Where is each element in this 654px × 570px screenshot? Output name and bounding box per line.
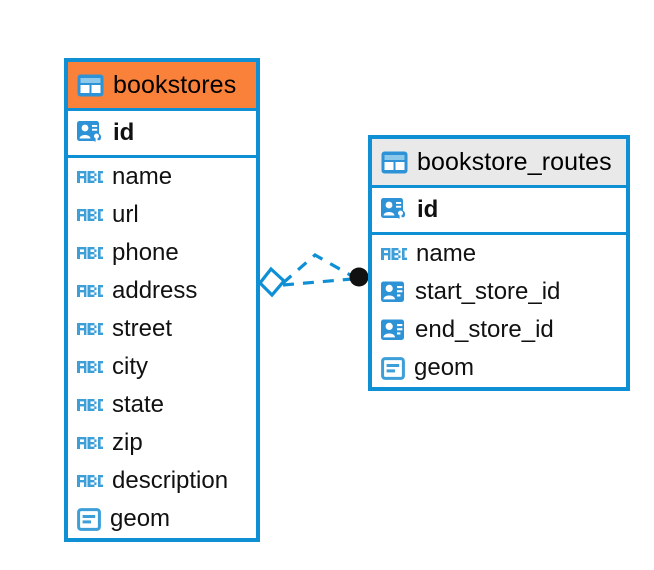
field-row-state[interactable]: state (68, 386, 256, 424)
primary-key-separator (68, 155, 256, 158)
field-row-name[interactable]: name (372, 235, 626, 273)
field-list-bookstore-routes: id (372, 188, 626, 387)
field-label: geom (414, 354, 475, 381)
field-label: address (112, 277, 198, 304)
field-label: street (112, 315, 173, 342)
text-abc-icon (77, 282, 103, 300)
primary-key-icon (77, 120, 104, 146)
text-abc-icon (77, 168, 103, 186)
field-label: name (112, 163, 173, 190)
field-row-geom[interactable]: geom (372, 349, 626, 387)
text-abc-icon (77, 320, 103, 338)
entity-title: bookstores (113, 70, 237, 99)
field-row-end-store-id[interactable]: end_store_id (372, 311, 626, 349)
table-icon (381, 151, 408, 174)
table-icon (77, 74, 104, 97)
field-list-bookstores: id (68, 111, 256, 538)
entity-table-bookstores[interactable]: bookstores (64, 58, 260, 542)
foreign-key-icon (381, 281, 406, 303)
field-label: state (112, 391, 165, 418)
field-label: name (416, 240, 477, 267)
entity-header-bookstores[interactable]: bookstores (68, 62, 256, 108)
text-abc-icon (381, 245, 407, 263)
field-label: start_store_id (415, 278, 561, 305)
field-label: phone (112, 239, 179, 266)
text-abc-icon (77, 244, 103, 262)
field-row-city[interactable]: city (68, 348, 256, 386)
field-row-phone[interactable]: phone (68, 234, 256, 272)
text-abc-icon (77, 472, 103, 490)
field-row-id[interactable]: id (68, 111, 256, 155)
field-row-zip[interactable]: zip (68, 424, 256, 462)
field-row-start-store-id[interactable]: start_store_id (372, 273, 626, 311)
field-label: geom (110, 505, 171, 532)
field-label: description (112, 467, 229, 494)
geometry-icon (381, 356, 405, 380)
field-label: id (113, 119, 135, 146)
field-row-street[interactable]: street (68, 310, 256, 348)
text-abc-icon (77, 396, 103, 414)
text-abc-icon (77, 206, 103, 224)
relationship-source-diamond-icon (257, 266, 287, 298)
field-label: id (417, 196, 439, 223)
field-row-geom[interactable]: geom (68, 500, 256, 538)
field-label: city (112, 353, 148, 380)
entity-table-bookstore-routes[interactable]: bookstore_routes (368, 135, 630, 391)
relationship-line-arc (281, 253, 353, 285)
entity-title: bookstore_routes (417, 147, 612, 176)
text-abc-icon (77, 358, 103, 376)
primary-key-icon (381, 197, 408, 223)
field-row-id[interactable]: id (372, 188, 626, 232)
entity-header-bookstore-routes[interactable]: bookstore_routes (372, 139, 626, 185)
geometry-icon (77, 507, 101, 531)
relationship-line-straight (282, 277, 353, 287)
primary-key-separator (372, 232, 626, 235)
relationship-target-circle-icon (349, 267, 369, 287)
field-label: url (112, 201, 139, 228)
field-row-url[interactable]: url (68, 196, 256, 234)
field-label: end_store_id (415, 316, 554, 343)
field-label: zip (112, 429, 143, 456)
foreign-key-icon (381, 319, 406, 341)
field-row-name[interactable]: name (68, 158, 256, 196)
field-row-description[interactable]: description (68, 462, 256, 500)
field-row-address[interactable]: address (68, 272, 256, 310)
header-separator (68, 108, 256, 111)
text-abc-icon (77, 434, 103, 452)
header-separator (372, 185, 626, 188)
